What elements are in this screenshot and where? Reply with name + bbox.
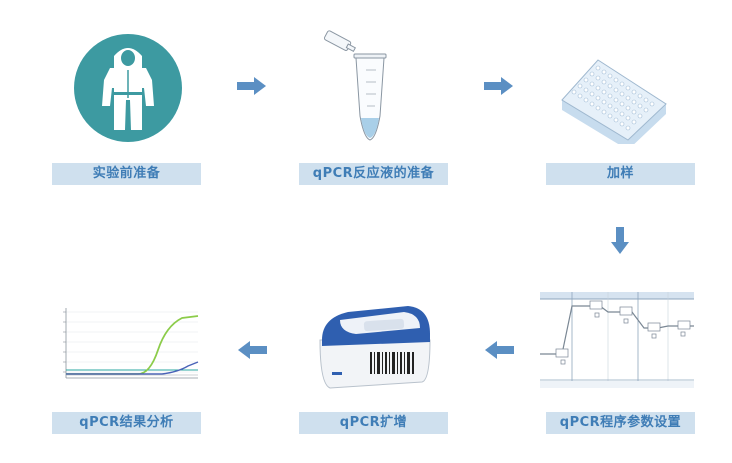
well-plate-icon bbox=[561, 59, 667, 150]
protective-suit-icon bbox=[74, 34, 182, 142]
arrow-left-icon bbox=[485, 341, 514, 359]
step-label-4: qPCR程序参数设置 bbox=[546, 412, 695, 434]
step-1-illustration bbox=[74, 34, 182, 142]
arrow-down-icon bbox=[611, 227, 629, 254]
step-label-1: 实验前准备 bbox=[52, 163, 201, 185]
pcr-instrument-icon bbox=[319, 306, 431, 389]
arrow-right-icon bbox=[237, 77, 266, 95]
step-4-illustration bbox=[540, 292, 694, 388]
microcentrifuge-tube-icon bbox=[323, 30, 387, 141]
arrow-right-icon bbox=[484, 77, 513, 95]
step-3-illustration bbox=[558, 54, 670, 150]
step-label-5: qPCR扩增 bbox=[299, 412, 448, 434]
step-label-3: 加样 bbox=[546, 163, 695, 185]
arrow-left-icon bbox=[238, 341, 267, 359]
step-2-illustration bbox=[318, 30, 398, 144]
amplification-curve-icon bbox=[54, 304, 202, 388]
thermal-program-chart-icon bbox=[540, 292, 694, 388]
step-5-illustration bbox=[312, 300, 436, 392]
step-6-illustration bbox=[54, 304, 202, 388]
step-label-6: qPCR结果分析 bbox=[52, 412, 201, 434]
step-label-2: qPCR反应液的准备 bbox=[299, 163, 448, 185]
